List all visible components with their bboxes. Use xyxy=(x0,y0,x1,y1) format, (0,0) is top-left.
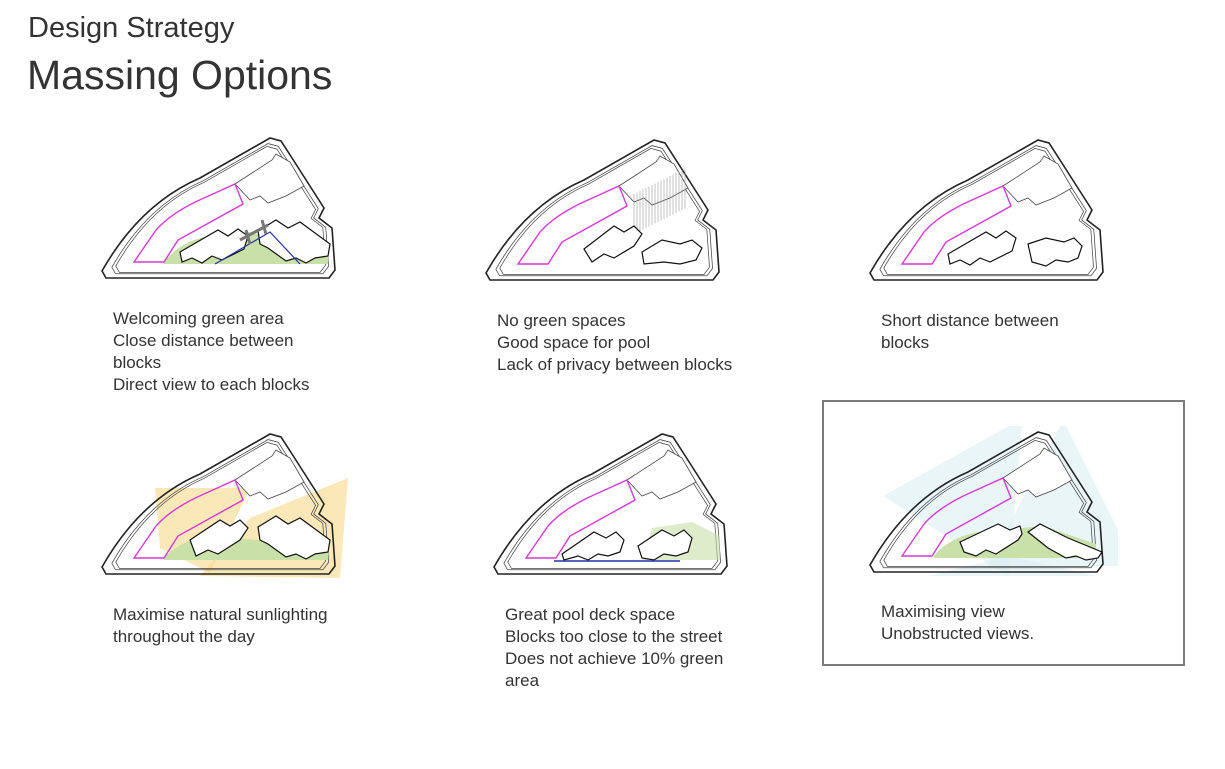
caption-line: Blocks too close to the street xyxy=(505,627,723,646)
massing-diagram-4 xyxy=(101,433,348,578)
block-right xyxy=(257,219,331,264)
existing-building xyxy=(1002,155,1073,206)
block-left xyxy=(947,230,1017,266)
connection-bridge xyxy=(239,219,269,245)
site-setback xyxy=(495,145,713,277)
existing-building xyxy=(626,449,697,500)
site-setback-inner xyxy=(883,440,1094,567)
option-caption-5: Great pool deck space Blocks too close t… xyxy=(505,604,765,692)
selected-option-frame xyxy=(822,400,1185,666)
site-setback xyxy=(879,437,1097,569)
block-left xyxy=(583,225,643,263)
view-line xyxy=(214,231,301,265)
caption-line: throughout the day xyxy=(113,627,255,646)
site-setback xyxy=(111,439,329,571)
caption-line: Unobstructed views. xyxy=(881,624,1035,643)
caption-line: Great pool deck space xyxy=(505,605,676,624)
podium-outline xyxy=(524,479,636,559)
block-right xyxy=(637,529,693,561)
caption-line: Welcoming green area xyxy=(113,309,284,328)
massing-diagram-6 xyxy=(869,426,1118,576)
site-boundary xyxy=(101,137,336,279)
caption-line: Short distance between xyxy=(881,311,1059,330)
site-boundary xyxy=(101,433,336,575)
site-setback-inner xyxy=(507,442,718,569)
existing-building xyxy=(1002,447,1073,498)
option-caption-4: Maximise natural sunlighting throughout … xyxy=(113,604,373,648)
slide-title: Massing Options xyxy=(27,52,333,98)
site-boundary xyxy=(869,139,1104,281)
site-setback xyxy=(879,145,1097,277)
caption-line: blocks xyxy=(113,353,162,372)
site-setback xyxy=(503,439,721,571)
site-setback-inner xyxy=(115,442,326,569)
caption-line: blocks xyxy=(881,333,930,352)
site-boundary xyxy=(493,433,728,575)
block-right xyxy=(257,515,331,560)
option-caption-6: Maximising view Unobstructed views. xyxy=(881,601,1141,645)
block-right xyxy=(641,239,703,265)
option-caption-1: Welcoming green area Close distance betw… xyxy=(113,308,373,396)
block-left xyxy=(959,523,1023,557)
podium-outline xyxy=(132,479,244,559)
caption-line: area xyxy=(505,671,540,690)
podium-outline xyxy=(900,477,1012,557)
block-right xyxy=(1027,237,1083,267)
slide-subtitle: Design Strategy xyxy=(28,12,235,44)
massing-diagram-2 xyxy=(485,139,720,281)
caption-line: Direct view to each blocks xyxy=(113,375,310,394)
site-setback-inner xyxy=(499,148,710,275)
caption-line: Maximise natural sunlighting xyxy=(113,605,328,624)
massing-diagram-3 xyxy=(869,139,1104,281)
pool-hatch xyxy=(633,168,686,234)
caption-line: No green spaces xyxy=(497,311,626,330)
block-left xyxy=(561,531,625,561)
existing-building xyxy=(234,153,305,204)
block-left xyxy=(189,519,249,557)
caption-line: Lack of privacy between blocks xyxy=(497,355,733,374)
podium-outline xyxy=(516,185,628,265)
block-right xyxy=(1026,523,1103,561)
option-caption-2: No green spaces Good space for pool Lack… xyxy=(497,310,797,376)
site-setback xyxy=(111,143,329,275)
massing-diagram-5 xyxy=(493,433,728,575)
massing-diagram-1 xyxy=(101,137,336,279)
view-cone-bottom xyxy=(928,556,1098,576)
podium-outline xyxy=(132,183,244,263)
caption-line: Maximising view xyxy=(881,602,1005,621)
site-boundary xyxy=(869,431,1104,573)
caption-line: Good space for pool xyxy=(497,333,651,352)
site-boundary xyxy=(485,139,720,281)
caption-line: Close distance between xyxy=(113,331,294,350)
podium-outline xyxy=(900,185,1012,265)
caption-line: Does not achieve 10% green xyxy=(505,649,724,668)
site-setback-inner xyxy=(115,146,326,273)
site-setback-inner xyxy=(883,148,1094,275)
option-caption-3: Short distance between blocks xyxy=(881,310,1141,354)
existing-building xyxy=(234,449,305,500)
